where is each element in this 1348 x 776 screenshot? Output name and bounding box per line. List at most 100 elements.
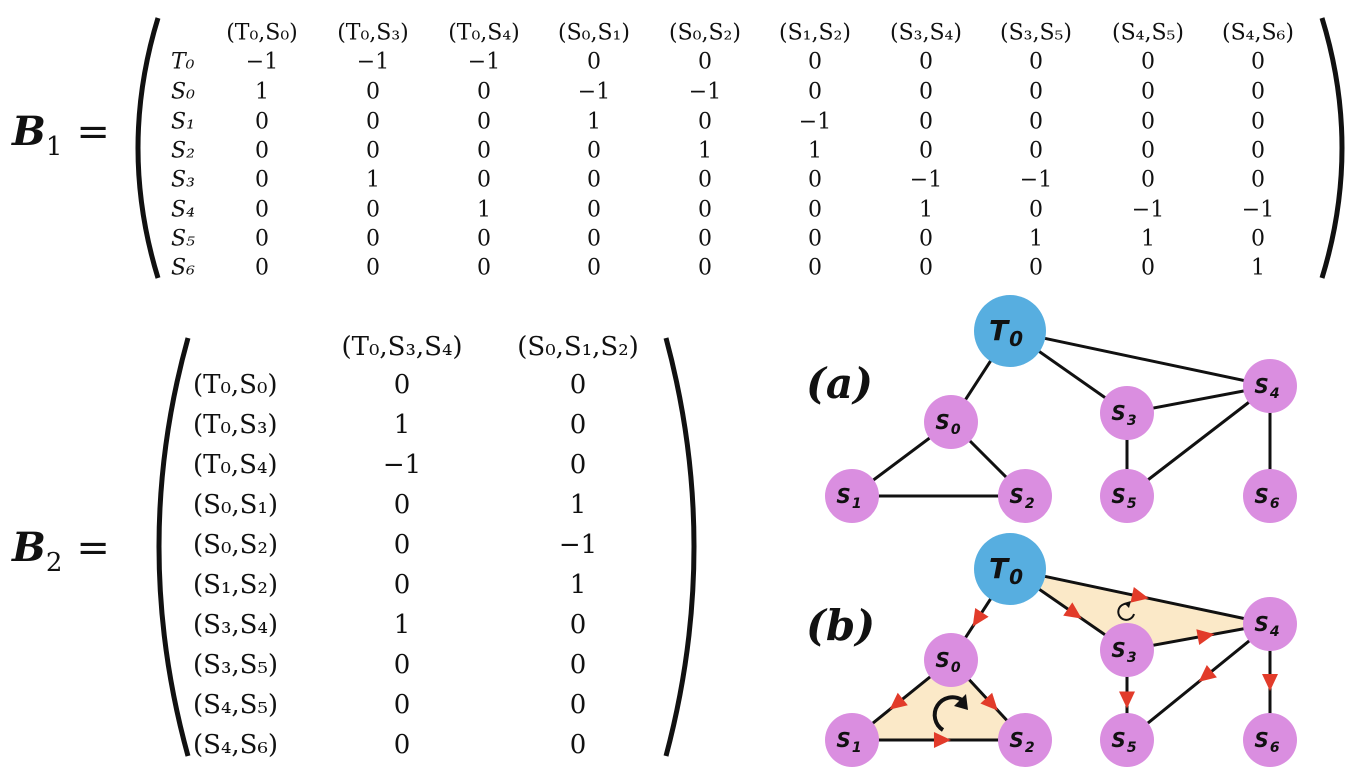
b2-cell: 1: [569, 490, 587, 520]
node-s2: S2: [998, 469, 1052, 523]
b2-row-header: (S₀,S₂): [193, 530, 279, 560]
arrow-s4-s6: [1262, 674, 1278, 691]
b2-row-header: (T₀,S₃): [193, 410, 278, 440]
b1-cell: 1: [587, 109, 601, 135]
node-s6: S6: [1243, 469, 1297, 523]
b2-row-header: (S₀,S₁): [193, 490, 279, 520]
b1-cell: 0: [587, 197, 601, 223]
b1-cell: −1: [356, 49, 390, 75]
node-label: S0: [935, 410, 960, 438]
node-s3: S3: [1100, 623, 1154, 677]
b1-cell: 0: [477, 167, 491, 193]
face-orientation-small-icon: [1117, 601, 1135, 621]
b2-cell: −1: [382, 450, 422, 480]
b2-cell: 0: [393, 730, 411, 760]
b2-cell: 0: [569, 690, 587, 720]
b1-cell: 0: [477, 138, 491, 164]
face-1: [852, 660, 1025, 740]
b2-row-header: (S₃,S₅): [193, 650, 279, 680]
edge-s4-s5: [1126, 622, 1271, 742]
node-s0: S0: [924, 633, 978, 687]
node-s4: S4: [1243, 359, 1297, 413]
b1-cell: 0: [1029, 197, 1043, 223]
node-s4: S4: [1243, 597, 1297, 651]
arrow-t0-s0: [972, 607, 989, 627]
b1-cell: 0: [255, 226, 269, 252]
node-s5: S5: [1100, 713, 1154, 767]
b1-cell: 0: [919, 109, 933, 135]
b1-cell: 0: [698, 255, 712, 281]
node-label: S6: [1254, 484, 1279, 512]
node-label: S2: [1009, 484, 1034, 512]
node-label: T0: [989, 552, 1023, 589]
node-label: S1: [836, 484, 861, 512]
b1-cell: 0: [255, 109, 269, 135]
b1-cell: 1: [1251, 255, 1265, 281]
node-label: S6: [1254, 728, 1279, 756]
b1-cell: −1: [1241, 197, 1275, 223]
b1-cell: −1: [909, 167, 943, 193]
b1-cell: 0: [1029, 79, 1043, 105]
b1-cell: 0: [808, 49, 822, 75]
b1-cell: 0: [1029, 49, 1043, 75]
b1-cell: 1: [255, 79, 269, 105]
b2-col-header: (T₀,S₃,S₄): [341, 332, 463, 362]
node-label: S1: [836, 728, 861, 756]
b1-cell: 0: [255, 255, 269, 281]
b1-col-header: (S₁,S₂): [779, 20, 851, 46]
b1-cell: 0: [366, 197, 380, 223]
b1-cell: 1: [698, 138, 712, 164]
b1-cell: 0: [1141, 167, 1155, 193]
b1-cell: 0: [1251, 49, 1265, 75]
node-s3: S3: [1100, 386, 1154, 440]
b2-cell: 0: [393, 570, 411, 600]
b1-cell: 0: [919, 138, 933, 164]
b1-col-header: (S₃,S₅): [1000, 20, 1072, 46]
node-s0: S0: [924, 395, 978, 449]
b1-row-header: S₃: [171, 167, 195, 193]
b1-cell: 0: [587, 138, 601, 164]
b1-cell: 0: [1141, 109, 1155, 135]
b1-cell: 0: [808, 197, 822, 223]
b2-cell: 1: [569, 570, 587, 600]
b1-cell: 0: [1141, 49, 1155, 75]
b1-cell: 0: [477, 109, 491, 135]
b1-equals: =: [76, 109, 110, 155]
b1-cell: −1: [577, 79, 611, 105]
b1-cell: 0: [255, 167, 269, 193]
b1-cell: 0: [698, 49, 712, 75]
b2-subscript: 2: [45, 548, 63, 578]
b2-cell: 1: [393, 410, 411, 440]
b1-cell: 0: [808, 79, 822, 105]
b1-cell: 0: [366, 79, 380, 105]
b2-cell: 0: [569, 370, 587, 400]
b1-cell: 0: [477, 226, 491, 252]
b2-col-header: (S₀,S₁,S₂): [517, 332, 639, 362]
node-s2: S2: [998, 713, 1052, 767]
b1-col-header: (T₀,S₄): [448, 20, 520, 46]
b2-cell: 0: [393, 650, 411, 680]
b1-cell: 0: [366, 138, 380, 164]
b1-cell: 0: [366, 109, 380, 135]
arrow-s1-s2: [933, 732, 951, 748]
b1-cell: 0: [587, 167, 601, 193]
b1-cell: 0: [808, 226, 822, 252]
b2-cell: 0: [393, 530, 411, 560]
panel-label-a: (a): [806, 359, 873, 408]
node-s1: S1: [825, 713, 879, 767]
b1-col-header: (S₀,S₁): [558, 20, 630, 46]
b1-col-header: (S₄,S₆): [1222, 20, 1294, 46]
b1-col-header: (T₀,S₀): [226, 20, 298, 46]
b2-cell: 0: [569, 610, 587, 640]
b1-cell: 0: [919, 255, 933, 281]
b2-left-paren: [156, 337, 191, 757]
edge-s4-s5: [1126, 384, 1271, 498]
b2-row-header: (T₀,S₀): [193, 370, 278, 400]
b2-cell: 0: [569, 410, 587, 440]
b1-cell: 0: [587, 255, 601, 281]
b1-row-header: S₂: [171, 138, 195, 164]
b1-col-header: (S₄,S₅): [1112, 20, 1184, 46]
b1-row-header: S₅: [171, 226, 195, 252]
b2-row-header: (S₄,S₆): [193, 730, 279, 760]
